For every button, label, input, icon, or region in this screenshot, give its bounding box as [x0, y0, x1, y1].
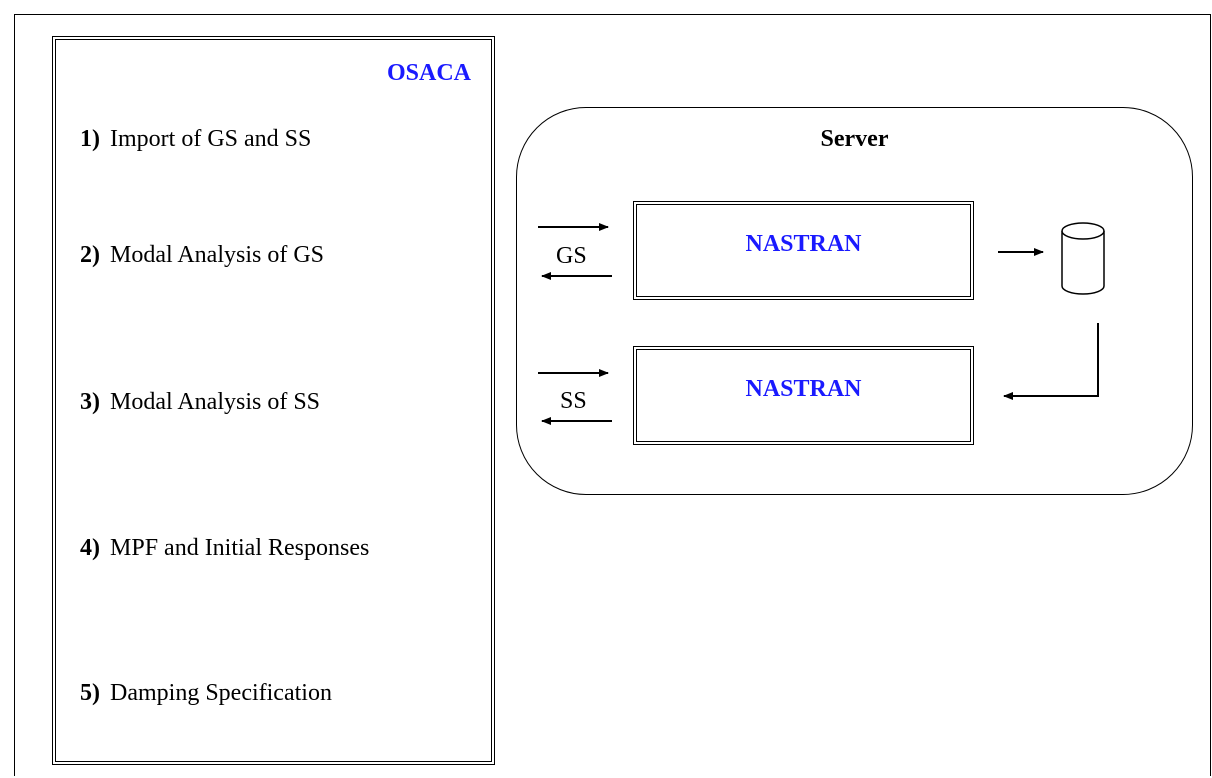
step-1: 1) Import of GS and SS	[80, 126, 311, 153]
step-number: 4	[80, 535, 92, 561]
step-number: 5	[80, 680, 92, 706]
nastran-box-ss: NASTRAN	[633, 346, 974, 445]
step-label: Modal Analysis of SS	[110, 389, 321, 415]
step-label: Modal Analysis of GS	[110, 242, 325, 268]
outer-frame	[14, 14, 1211, 776]
step-3: 3) Modal Analysis of SS	[80, 389, 320, 416]
step-4: 4) MPF and Initial Responses	[80, 535, 369, 562]
nastran-label: NASTRAN	[745, 231, 862, 257]
step-2: 2) Modal Analysis of GS	[80, 242, 324, 269]
file-label: F	[1075, 258, 1089, 283]
step-number: 1	[80, 126, 92, 152]
step-paren: )	[92, 389, 100, 415]
step-label: MPF and Initial Responses	[110, 535, 370, 561]
nastran-box-gs: NASTRAN	[633, 201, 974, 300]
step-5: 5) Damping Specification	[80, 680, 332, 707]
ss-label: SS	[560, 388, 587, 414]
osaca-panel: OSACA 1) Import of GS and SS 2) Modal Anal…	[52, 36, 495, 765]
server-panel: Server	[516, 107, 1193, 495]
step-paren: )	[92, 126, 100, 152]
server-title: Server	[820, 126, 889, 152]
osaca-title: OSACA	[386, 60, 471, 86]
step-paren: )	[92, 535, 100, 561]
step-label: Import of GS and SS	[110, 126, 312, 152]
step-number: 3	[80, 389, 92, 415]
gs-label: GS	[556, 243, 587, 269]
step-label: Damping Specification	[110, 680, 332, 706]
step-paren: )	[92, 680, 100, 706]
step-paren: )	[92, 242, 100, 268]
step-number: 2	[80, 242, 92, 268]
nastran-label: NASTRAN	[745, 376, 862, 402]
